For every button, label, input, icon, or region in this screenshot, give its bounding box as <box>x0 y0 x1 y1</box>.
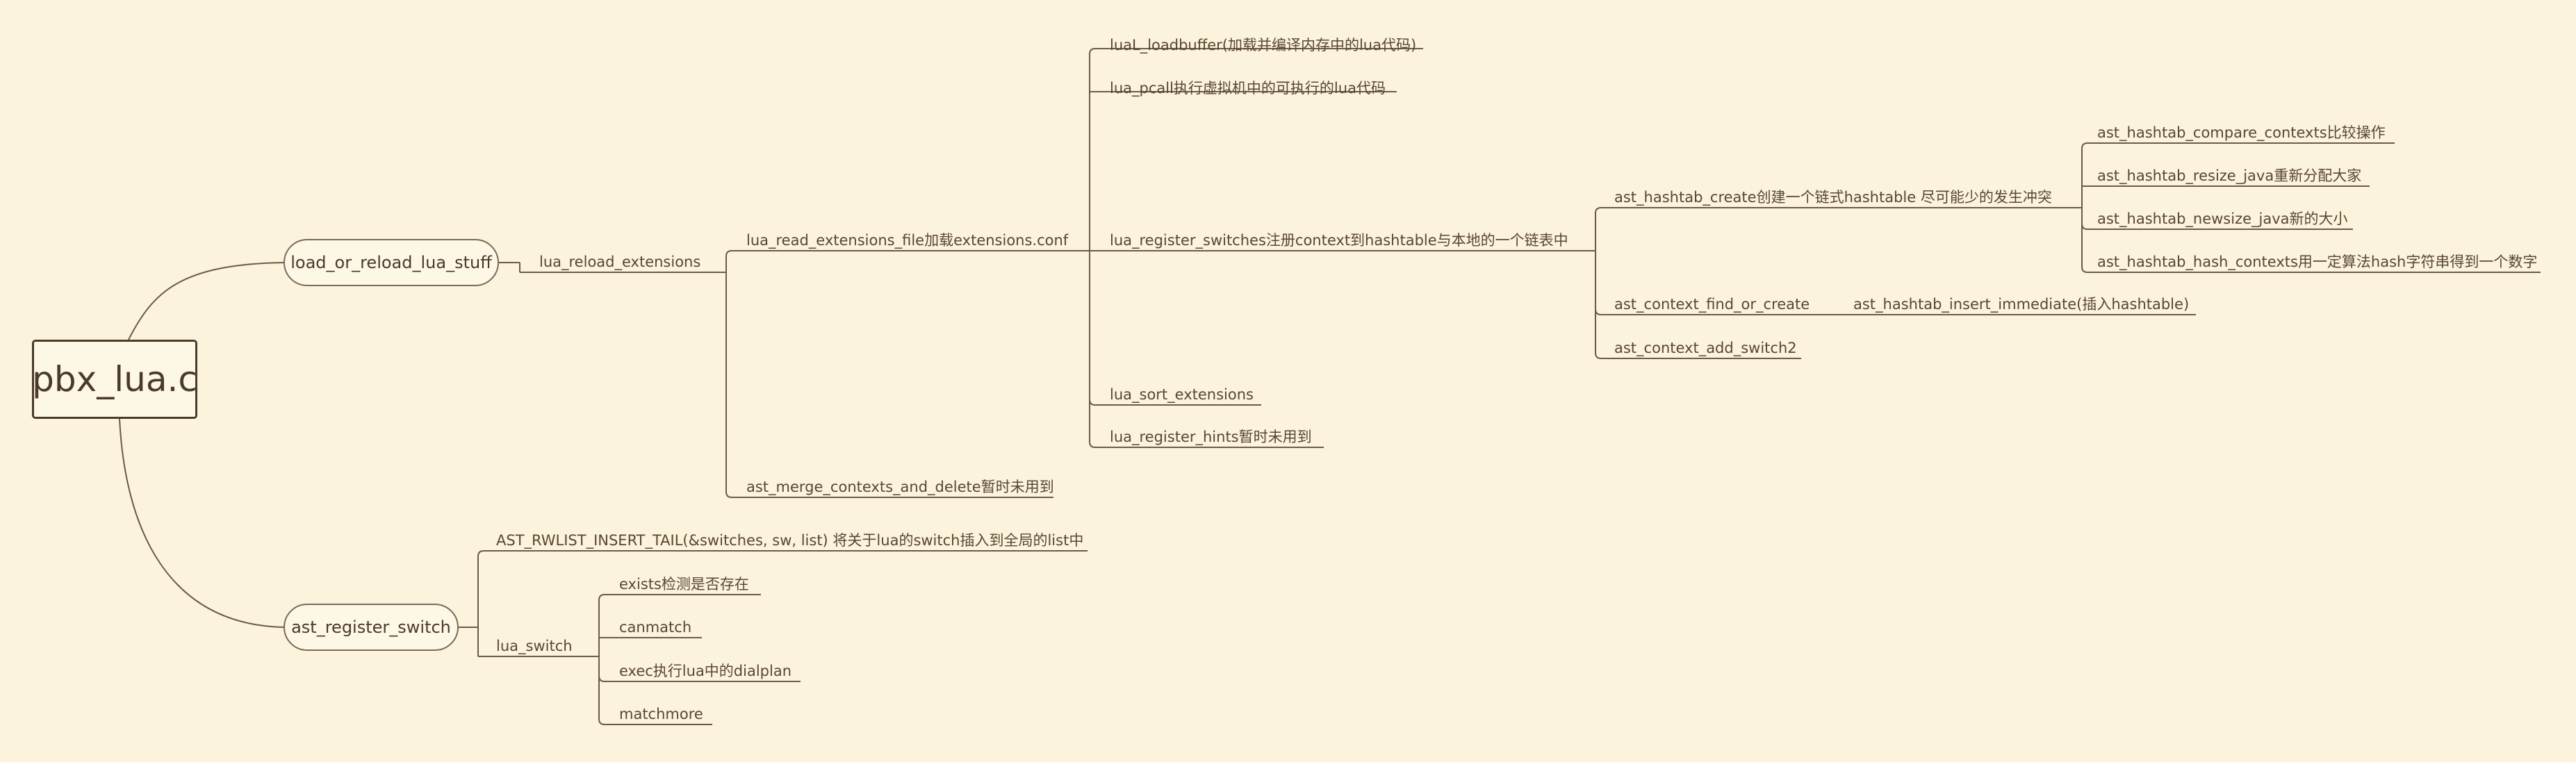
topic-canmatch[interactable]: canmatch <box>619 619 692 636</box>
topic-ast-merge-contexts-and-delete[interactable]: ast_merge_contexts_and_delete暂时未用到 <box>746 479 1054 495</box>
topic-matchmore[interactable]: matchmore <box>619 706 703 722</box>
topic-lua-reload-extensions[interactable]: lua_reload_extensions <box>539 254 701 270</box>
topic-ast-context-find-or-create[interactable]: ast_context_find_or_create <box>1614 296 1810 313</box>
topic-ast-hashtab-resize-java[interactable]: ast_hashtab_resize_java重新分配大家 <box>2097 167 2362 184</box>
root-topic[interactable]: pbx_lua.c <box>32 340 197 419</box>
topic-ast-hashtab-newsize-java[interactable]: ast_hashtab_newsize_java新的大小 <box>2097 210 2348 227</box>
topic-ast-hashtab-insert-immediate[interactable]: ast_hashtab_insert_immediate(插入hashtable… <box>1853 296 2190 313</box>
topic-ast-hashtab-compare-contexts[interactable]: ast_hashtab_compare_contexts比较操作 <box>2097 124 2386 141</box>
root-topic-label: pbx_lua.c <box>32 359 197 399</box>
topic-lual-loadbuffer[interactable]: luaL_loadbuffer(加载并编译内存中的lua代码) <box>1110 37 1417 53</box>
topic-ast-rwlist-insert-tail[interactable]: AST_RWLIST_INSERT_TAIL(&switches, sw, li… <box>496 532 1084 549</box>
topic-ast-context-add-switch2[interactable]: ast_context_add_switch2 <box>1614 340 1797 356</box>
topic-lua-register-switches[interactable]: lua_register_switches注册context到hashtable… <box>1110 232 1568 249</box>
branch-label: ast_register_switch <box>291 618 451 637</box>
topic-ast-hashtab-hash-contexts[interactable]: ast_hashtab_hash_contexts用一定算法hash字符串得到一… <box>2097 254 2538 270</box>
branch-ast-register-switch[interactable]: ast_register_switch <box>284 604 459 651</box>
topic-lua-pcall[interactable]: lua_pcall执行虚拟机中的可执行的lua代码 <box>1110 80 1386 97</box>
topic-lua-register-hints[interactable]: lua_register_hints暂时未用到 <box>1110 429 1312 445</box>
topic-exists[interactable]: exists检测是否存在 <box>619 576 749 593</box>
branch-load-or-reload-lua-stuff[interactable]: load_or_reload_lua_stuff <box>284 239 499 286</box>
topic-lua-switch[interactable]: lua_switch <box>496 638 573 654</box>
topic-exec[interactable]: exec执行lua中的dialplan <box>619 663 792 679</box>
branch-label: load_or_reload_lua_stuff <box>290 253 492 272</box>
topic-ast-hashtab-create[interactable]: ast_hashtab_create创建一个链式hashtable 尽可能少的发… <box>1614 189 2052 206</box>
topic-lua-sort-extensions[interactable]: lua_sort_extensions <box>1110 386 1254 403</box>
topic-lua-read-extensions-file[interactable]: lua_read_extensions_file加载extensions.con… <box>746 232 1069 249</box>
